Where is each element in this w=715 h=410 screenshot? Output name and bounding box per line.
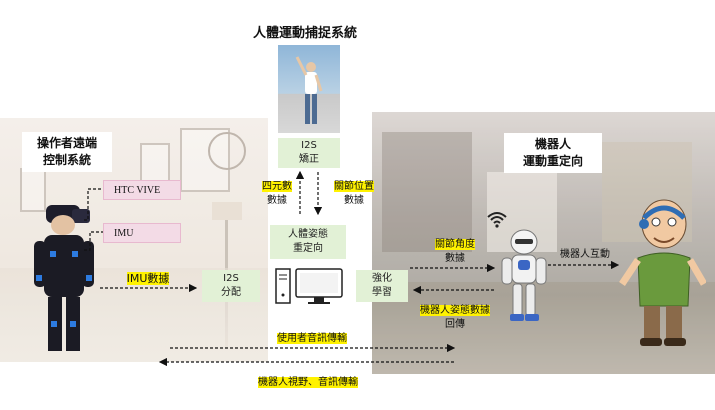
user-audio-label: 使用者音訊傳輸	[277, 333, 347, 344]
pose-retarget-box: 人體姿態重定向	[270, 225, 346, 259]
robot-retarget-title: 機器人 運動重定向	[504, 133, 602, 173]
robot-view-audio-label: 機器人視野、音訊傳輸	[258, 377, 358, 388]
line-imu	[84, 231, 103, 251]
nao-robot-figure	[498, 228, 550, 324]
operator-control-title: 操作者遠端 控制系統	[22, 132, 112, 172]
vr-operator-figure	[28, 195, 106, 355]
system-title: 人體運動捕捉系統	[252, 26, 357, 41]
wifi-icon	[486, 210, 508, 228]
line-htc	[84, 188, 103, 221]
imu-box: IMU	[103, 223, 181, 243]
joint-angle-data-label: 關節角度 數據	[435, 239, 475, 264]
elderly-man-figure	[618, 198, 708, 350]
robot-interaction-label: 機器人互動	[560, 249, 610, 260]
htc-vive-box: HTC VIVE	[103, 180, 181, 200]
imu-data-label: IMU數據	[126, 272, 170, 285]
joint-position-data-label: 關節位置 數據	[334, 181, 374, 206]
quaternion-data-label: 四元數 數據	[262, 181, 292, 206]
avatar-3d-icon	[278, 45, 340, 133]
computer-icon	[272, 265, 348, 307]
reinforcement-learning-box: 強化學習	[356, 270, 408, 302]
robot-pose-return-label: 機器人姿態數據 回傳	[420, 305, 490, 330]
